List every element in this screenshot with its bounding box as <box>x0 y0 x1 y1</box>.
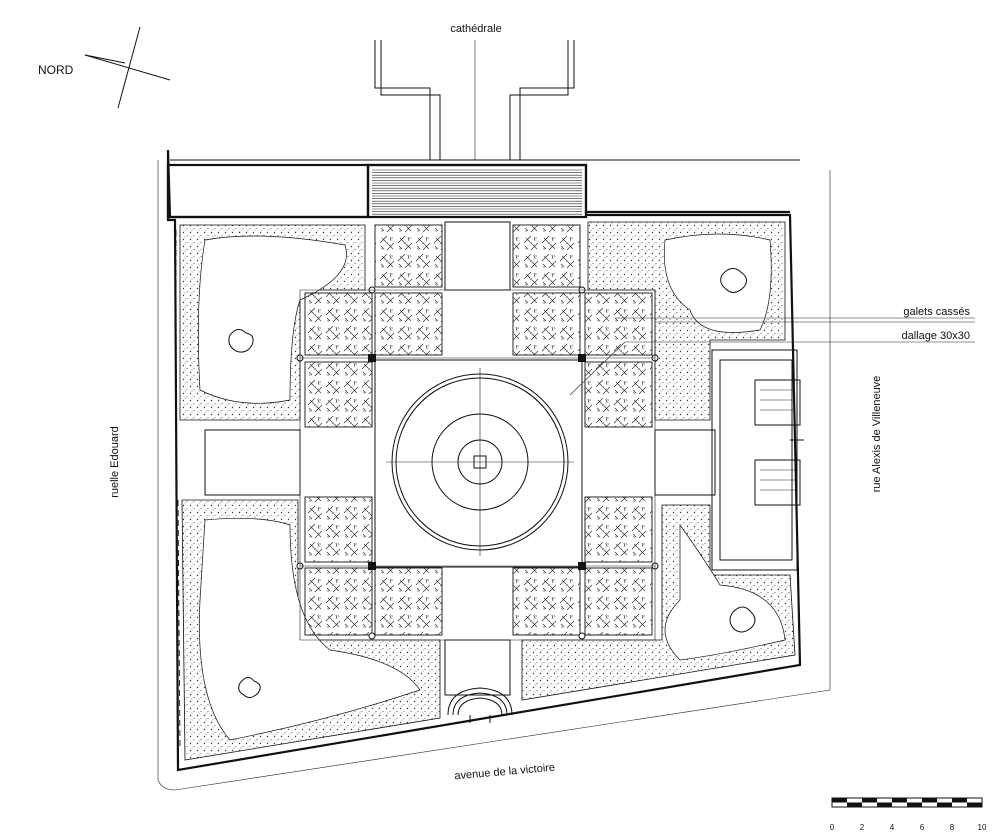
east-structure <box>711 349 804 571</box>
scale-tick-label: 0 <box>830 823 835 832</box>
scale-tick-label: 8 <box>950 823 955 832</box>
scale-bar <box>831 797 983 808</box>
planted-bed <box>374 224 443 288</box>
planted-bed <box>304 292 373 356</box>
shrub-se <box>729 606 756 633</box>
north-arrow: NORD <box>38 26 171 109</box>
north-path <box>444 221 511 291</box>
scale-segment <box>952 798 967 803</box>
planted-bed <box>584 361 653 428</box>
scale-segment <box>907 802 922 807</box>
planted-bed <box>584 292 653 356</box>
planted-bed <box>512 292 581 356</box>
scale-tick-label: 4 <box>890 823 895 832</box>
scale-segment <box>937 802 952 807</box>
lamp-post <box>368 632 376 640</box>
label-galets: galets cassés <box>903 306 970 318</box>
scale-segment <box>877 802 892 807</box>
lawn-nw <box>197 235 347 404</box>
planted-bed <box>304 361 373 428</box>
annotation-dallage: dallage 30x30 <box>569 330 975 396</box>
east-path <box>654 429 716 496</box>
scale-tick-label: 10 <box>978 823 987 832</box>
bottom-street-label: avenue de la victoire <box>454 762 556 783</box>
planted-bed <box>512 567 581 636</box>
lamp-post <box>578 632 586 640</box>
planted-bed <box>304 567 373 636</box>
steps <box>372 169 582 215</box>
scale-segment <box>892 798 907 803</box>
lawn-se <box>664 523 786 661</box>
lawn-ne <box>664 233 772 333</box>
planted-bed <box>304 496 373 563</box>
planted-bed <box>374 567 443 636</box>
planted-bed <box>584 567 653 636</box>
south-entrance <box>447 687 513 723</box>
planted-bed <box>584 496 653 563</box>
planted-bed <box>374 292 443 356</box>
shrub-sw <box>238 677 261 699</box>
shrub-nw <box>228 329 254 353</box>
left-street-label: ruelle Edouard <box>109 426 121 498</box>
planted-bed <box>512 224 581 288</box>
west-path <box>204 429 301 496</box>
street-outline <box>157 160 831 791</box>
scale-segment <box>922 798 937 803</box>
shrub-ne <box>720 268 748 293</box>
site-boundary <box>166 149 802 772</box>
scale-segment <box>847 802 862 807</box>
scale-tick-label: 2 <box>860 823 865 832</box>
cathedral-approach: cathédrale <box>170 23 800 161</box>
upper-left-terrace <box>166 163 370 219</box>
top-street-label: cathédrale <box>450 23 501 35</box>
scale-tick-label: 6 <box>920 823 925 832</box>
south-path <box>444 639 511 696</box>
scale-segment <box>862 798 877 803</box>
right-street-label: rue Alexis de Villeneuve <box>871 376 883 493</box>
planted-beds <box>304 224 653 636</box>
annotation-galets: galets cassés <box>615 306 975 323</box>
north-label: NORD <box>38 63 74 77</box>
scale-segment <box>967 802 982 807</box>
scale-segment <box>832 798 847 803</box>
central-plaza <box>374 359 583 568</box>
label-dallage: dallage 30x30 <box>901 330 970 342</box>
